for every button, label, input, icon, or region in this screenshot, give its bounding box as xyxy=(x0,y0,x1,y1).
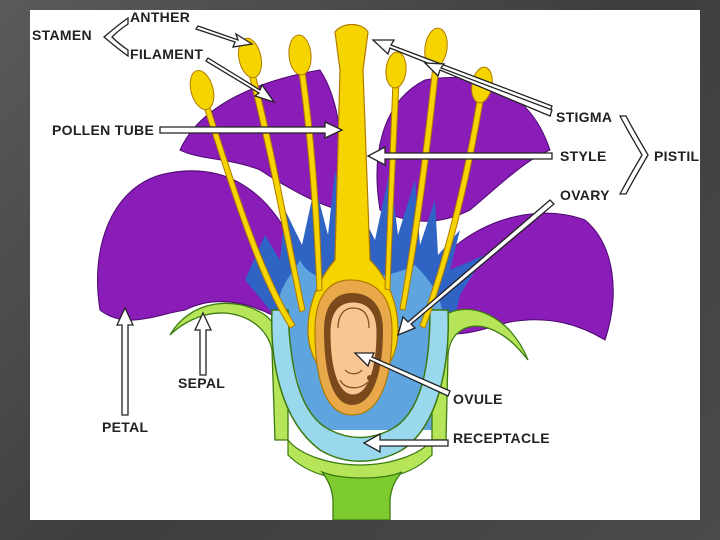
label-anther: ANTHER xyxy=(130,10,190,25)
arrow-style xyxy=(366,145,553,167)
label-pollen-tube: POLLEN TUBE xyxy=(52,122,154,138)
arrow-stigma-2 xyxy=(423,62,553,117)
label-petal: PETAL xyxy=(102,419,148,435)
pointer-arrows xyxy=(115,25,555,454)
anther-1 xyxy=(189,69,215,111)
anther-4 xyxy=(385,51,407,89)
filament-4 xyxy=(384,79,400,291)
label-receptacle: RECEPTACLE xyxy=(453,430,550,446)
arrow-filament xyxy=(205,57,276,104)
receptacle xyxy=(271,309,449,462)
arrow-ovary xyxy=(397,199,555,337)
anther-3 xyxy=(288,34,312,76)
label-filament: FILAMENT xyxy=(130,46,203,62)
label-pistil: PISTIL xyxy=(654,148,700,164)
anther-2 xyxy=(237,37,263,79)
ovule xyxy=(329,301,378,396)
arrow-petal xyxy=(115,306,135,416)
labels: ANTHER STAMEN FILAMENT POLLEN TUBE STIGM… xyxy=(32,10,700,446)
label-ovary: OVARY xyxy=(560,187,610,203)
stamen-bracket xyxy=(102,16,129,58)
filament-5 xyxy=(399,64,440,311)
pistil-bracket xyxy=(618,115,649,195)
label-stamen: STAMEN xyxy=(32,27,92,43)
label-stigma: STIGMA xyxy=(556,109,612,125)
arrow-anther xyxy=(194,25,254,48)
stem xyxy=(319,470,403,520)
slide: ANTHER STAMEN FILAMENT POLLEN TUBE STIGM… xyxy=(30,10,700,520)
sepal-left xyxy=(169,302,289,441)
label-ovule: OVULE xyxy=(453,391,503,407)
label-style: STYLE xyxy=(560,148,607,164)
flower-diagram: ANTHER STAMEN FILAMENT POLLEN TUBE STIGM… xyxy=(32,10,700,520)
arrow-receptacle xyxy=(362,432,449,454)
arrow-sepal xyxy=(193,311,213,376)
ovule-micropyle xyxy=(367,375,373,381)
filament-1 xyxy=(199,94,296,329)
label-sepal: SEPAL xyxy=(178,375,225,391)
arrow-ovule xyxy=(353,352,451,397)
ovule-lines xyxy=(337,307,370,389)
arrow-pollen-tube xyxy=(159,120,344,140)
